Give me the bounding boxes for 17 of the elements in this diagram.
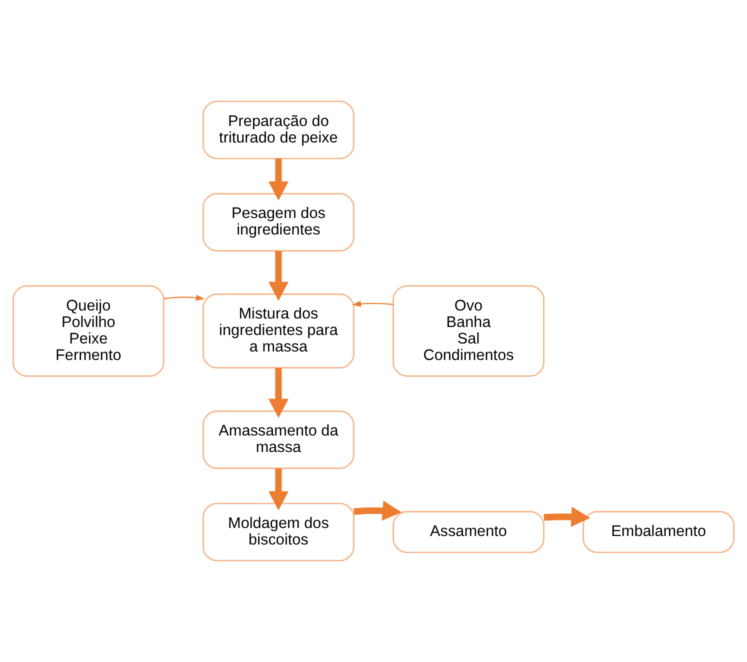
node-box: Moldagem dos biscoitos [202, 502, 354, 562]
arrow [354, 500, 402, 521]
node-box: Queijo Polvilho Peixe Fermento [12, 285, 164, 377]
arrow [268, 468, 289, 510]
node-box: Amassamento da massa [202, 410, 354, 469]
arrow [164, 294, 205, 301]
node-box: Pesagem dos ingredientes [202, 193, 354, 252]
arrow [268, 251, 289, 301]
arrow [268, 368, 289, 418]
arrow [352, 300, 394, 307]
node-box: Preparação do triturado de peixe [202, 100, 354, 160]
arrow [268, 158, 289, 201]
node-box: Ovo Banha Sal Condimentos [392, 285, 544, 377]
node-box: Mistura dos ingredientes para a massa [202, 294, 354, 368]
node-box: Embalamento [582, 511, 734, 554]
arrow [544, 506, 590, 527]
node-box: Assamento [392, 511, 544, 554]
